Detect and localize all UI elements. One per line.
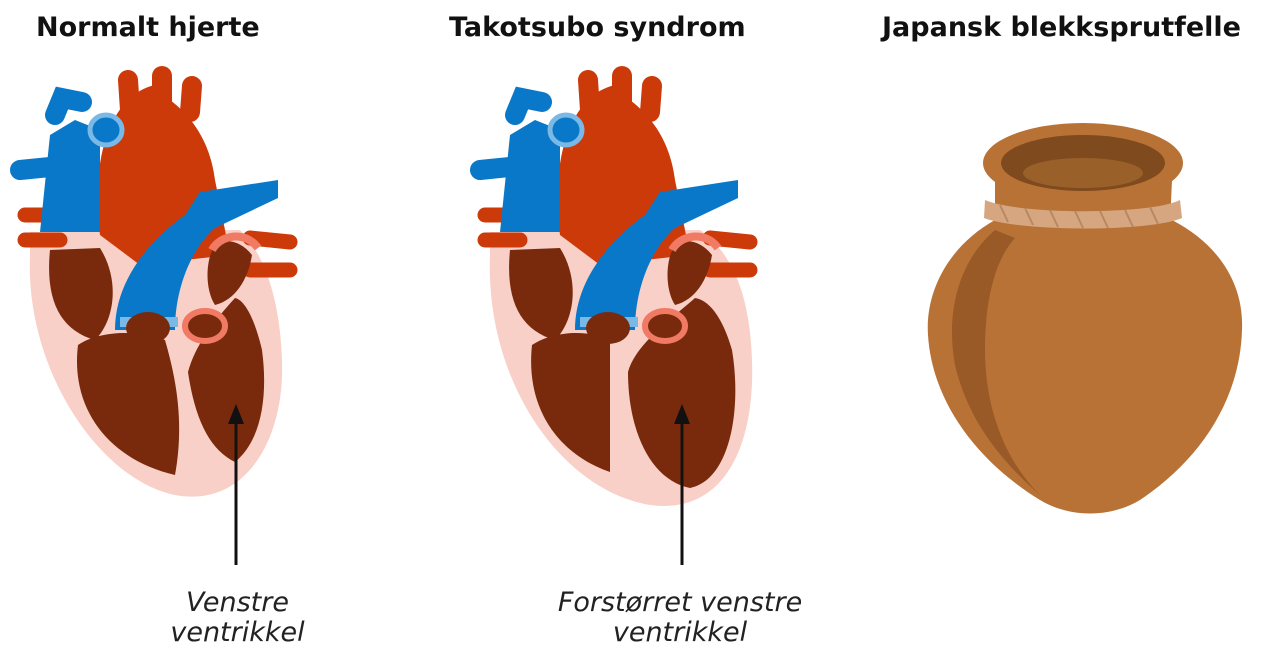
caption-line: Venstre xyxy=(140,588,335,618)
takotsubo-heart-illustration xyxy=(480,76,752,506)
normal-heart-illustration xyxy=(20,76,290,497)
caption-left-ventricle: Venstre ventrikkel xyxy=(140,588,335,648)
caption-line: Forstørret venstre xyxy=(530,588,830,618)
caption-enlarged-left-ventricle: Forstørret venstre ventrikkel xyxy=(530,588,830,648)
caption-line: ventrikkel xyxy=(140,618,335,648)
right-ventricle xyxy=(77,333,179,475)
caption-line: ventrikkel xyxy=(530,618,830,648)
octopus-trap-pot-illustration xyxy=(928,123,1242,514)
